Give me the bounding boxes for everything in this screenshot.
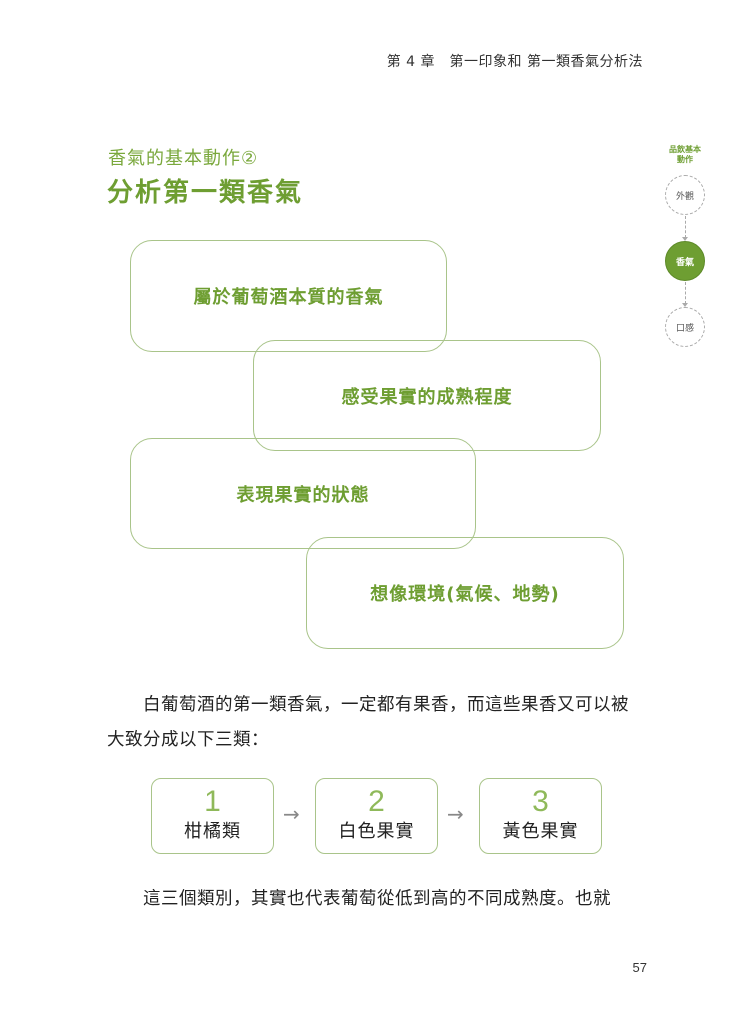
category-name: 黃色果實	[502, 821, 579, 842]
side-nav: 品飲基本 動作 外觀 香氣 口感	[652, 140, 718, 360]
category-number: 3	[532, 785, 549, 818]
category-name: 白色果實	[338, 821, 415, 842]
concept-box: 屬於葡萄酒本質的香氣	[130, 240, 447, 352]
section-title: 分析第一類香氣	[107, 178, 304, 208]
paragraph-line: 大致分成以下三類：	[107, 730, 269, 750]
side-nav-step-aroma: 香氣	[665, 241, 705, 281]
category-card: 3 黃色果實	[479, 778, 602, 854]
page-number: 57	[632, 960, 647, 975]
side-nav-heading-line-1: 品飲基本	[669, 145, 701, 154]
side-nav-connector	[685, 282, 686, 304]
concept-box: 感受果實的成熟程度	[253, 340, 601, 451]
category-number: 1	[204, 785, 221, 818]
running-head: 第 4 章 第一印象和 第一類香氣分析法	[386, 54, 643, 70]
category-card: 1 柑橘類	[151, 778, 274, 854]
side-nav-heading: 品飲基本 動作	[652, 145, 718, 165]
category-card: 2 白色果實	[315, 778, 438, 854]
side-nav-step-palate: 口感	[665, 307, 705, 347]
arrow-right-icon: →	[447, 802, 464, 826]
concept-box: 想像環境(氣候、地勢)	[306, 537, 624, 649]
side-nav-arrow-icon	[682, 303, 688, 307]
arrow-right-icon: →	[283, 802, 300, 826]
body-paragraph: 這三個類別，其實也代表葡萄從低到高的不同成熟度。也就	[107, 889, 611, 909]
category-name: 柑橘類	[184, 821, 241, 842]
side-nav-arrow-icon	[682, 237, 688, 241]
category-number: 2	[368, 785, 385, 818]
side-nav-heading-line-2: 動作	[677, 155, 693, 164]
paragraph-line: 白葡萄酒的第一類香氣，一定都有果香，而這些果香又可以被	[107, 695, 629, 715]
side-nav-step-appearance: 外觀	[665, 175, 705, 215]
side-nav-connector	[685, 216, 686, 238]
concept-box: 表現果實的狀態	[130, 438, 476, 549]
section-label: 香氣的基本動作②	[108, 148, 259, 169]
body-paragraph: 白葡萄酒的第一類香氣，一定都有果香，而這些果香又可以被 大致分成以下三類：	[107, 688, 652, 758]
